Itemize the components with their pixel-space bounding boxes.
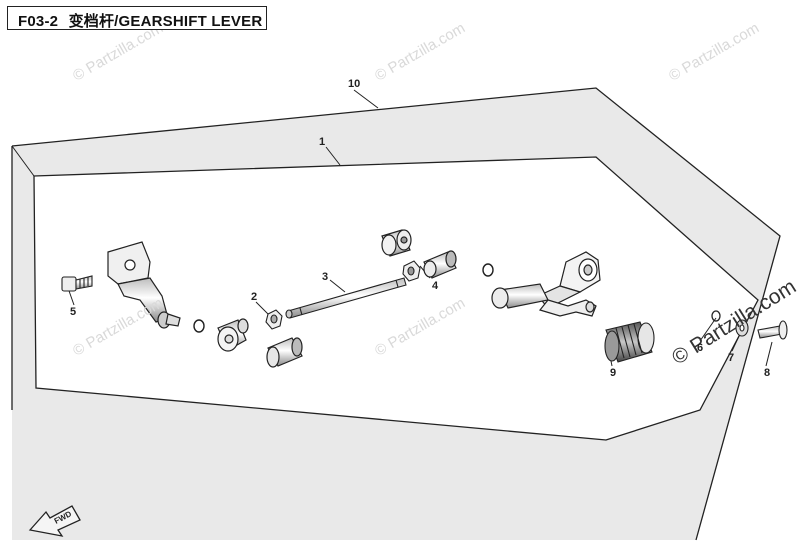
part-8-pivot-bolt — [757, 320, 788, 340]
part-boot-left — [266, 337, 303, 368]
callout-4: 4 — [432, 280, 439, 292]
diagram-name: 变档杆/GEARSHIFT LEVER — [68, 13, 263, 30]
diagram-title: F03-2 变档杆/GEARSHIFT LEVER — [18, 10, 262, 31]
part-9-rubber-footpeg — [604, 321, 655, 363]
callout-6: 6 — [697, 342, 704, 354]
callout-1: 1 — [319, 136, 326, 148]
callout-9: 9 — [610, 367, 617, 379]
part-shift-arm-left — [107, 241, 181, 329]
callout-8: 8 — [764, 367, 771, 379]
callout-2: 2 — [251, 291, 258, 303]
part-gearshift-pedal-arm — [491, 251, 601, 317]
part-o-ring-right — [482, 263, 494, 277]
part-5-bolt — [61, 275, 93, 292]
part-3-shift-rod — [285, 277, 407, 319]
part-4-nut — [402, 260, 421, 282]
part-2-nut — [265, 309, 283, 330]
callout-10: 10 — [348, 78, 361, 90]
part-7-washer — [735, 319, 749, 337]
assembly-frame-outer — [11, 87, 781, 541]
callout-7: 7 — [728, 352, 735, 364]
callout-5: 5 — [70, 306, 77, 318]
part-ball-joint-left — [217, 318, 249, 352]
part-6-o-ring — [711, 310, 721, 322]
diagram-title-box: F03-2 变档杆/GEARSHIFT LEVER — [7, 6, 267, 30]
part-boot-right — [423, 250, 457, 279]
fwd-arrow-icon: FWD — [28, 505, 81, 537]
diagram-code: F03-2 — [18, 13, 59, 30]
callout-3: 3 — [322, 271, 329, 283]
part-o-ring-left — [193, 319, 205, 333]
part-ball-joint-upper — [381, 229, 412, 257]
